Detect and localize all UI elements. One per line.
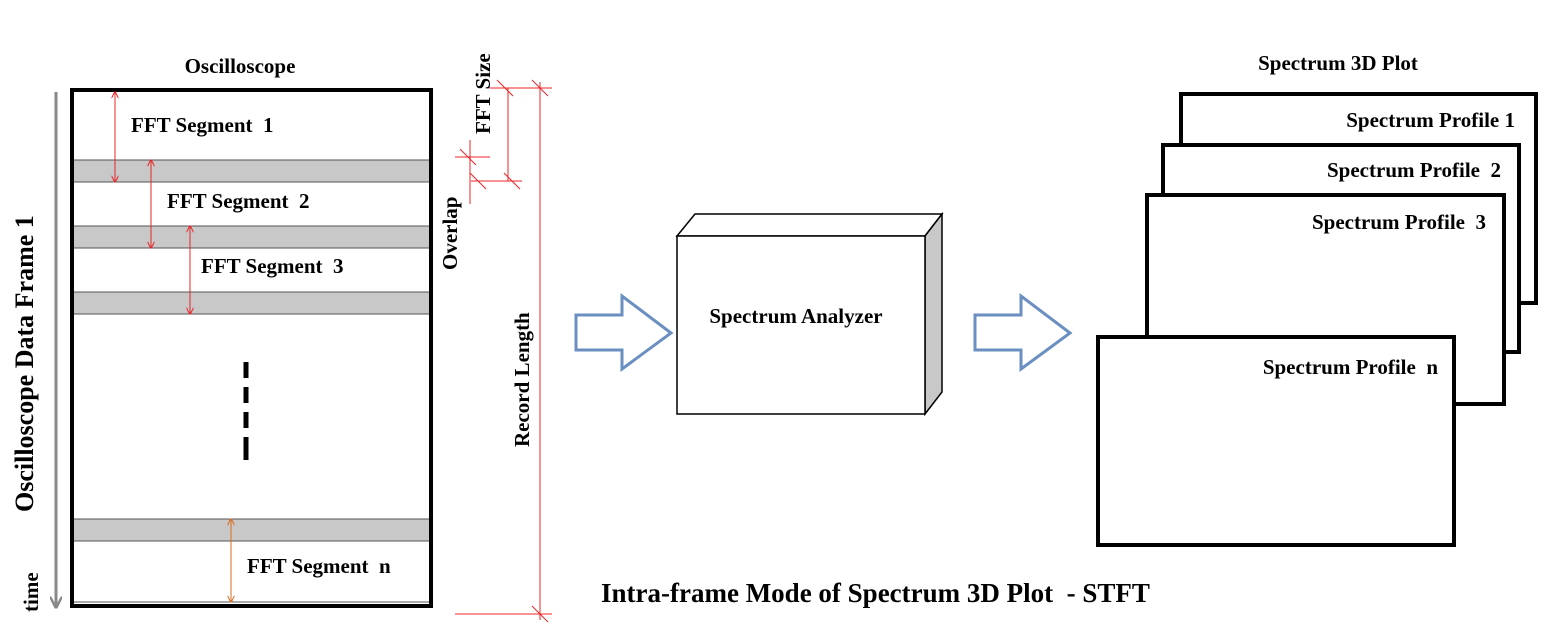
segment-label-2: FFT Segment 2: [167, 189, 310, 213]
oscilloscope-title: Oscilloscope: [185, 54, 296, 78]
overlap-band-n: [72, 518, 431, 542]
spectrum-profile-card-n: [1096, 335, 1456, 547]
time-label: time: [19, 572, 43, 612]
fft-size-label: FFT Size: [471, 53, 495, 134]
overlap-band-2: [72, 225, 431, 249]
spectrum-profile-label-n: Spectrum Profile n: [1263, 355, 1438, 379]
data-frame-label: Oscilloscope Data Frame 1: [10, 215, 39, 512]
flow-arrow-to-plot: [973, 292, 1073, 372]
overlap-band-3: [72, 291, 431, 315]
oscilloscope-frame: FFT Segment 1 FFT Segment 2 FFT Segment …: [70, 88, 433, 608]
spectrum-profile-label-1: Spectrum Profile 1: [1346, 108, 1515, 132]
spectrum-profile-stack: Spectrum Profile 1 Spectrum Profile 2 Sp…: [1096, 92, 1538, 547]
record-length-label: Record Length: [510, 312, 534, 447]
spectrum-profile-label-2: Spectrum Profile 2: [1327, 158, 1501, 182]
segment-label-n: FFT Segment n: [247, 554, 391, 578]
spectrum-analyzer-box: Spectrum Analyzer: [675, 211, 944, 417]
flow-arrow-to-analyzer: [574, 292, 674, 372]
spectrum-analyzer-label: Spectrum Analyzer: [709, 304, 882, 328]
segment-label-1: FFT Segment 1: [131, 113, 274, 137]
spectrum-plot-title: Spectrum 3D Plot: [1258, 51, 1418, 75]
diagram-caption: Intra-frame Mode of Spectrum 3D Plot - S…: [601, 578, 1150, 608]
overlap-band-1: [72, 159, 431, 183]
segment-label-3: FFT Segment 3: [201, 254, 344, 278]
spectrum-profile-label-3: Spectrum Profile 3: [1312, 210, 1486, 234]
oscilloscope-frame-border: [70, 88, 433, 608]
overlap-label: Overlap: [438, 197, 462, 271]
dimension-annotations: [455, 79, 552, 623]
